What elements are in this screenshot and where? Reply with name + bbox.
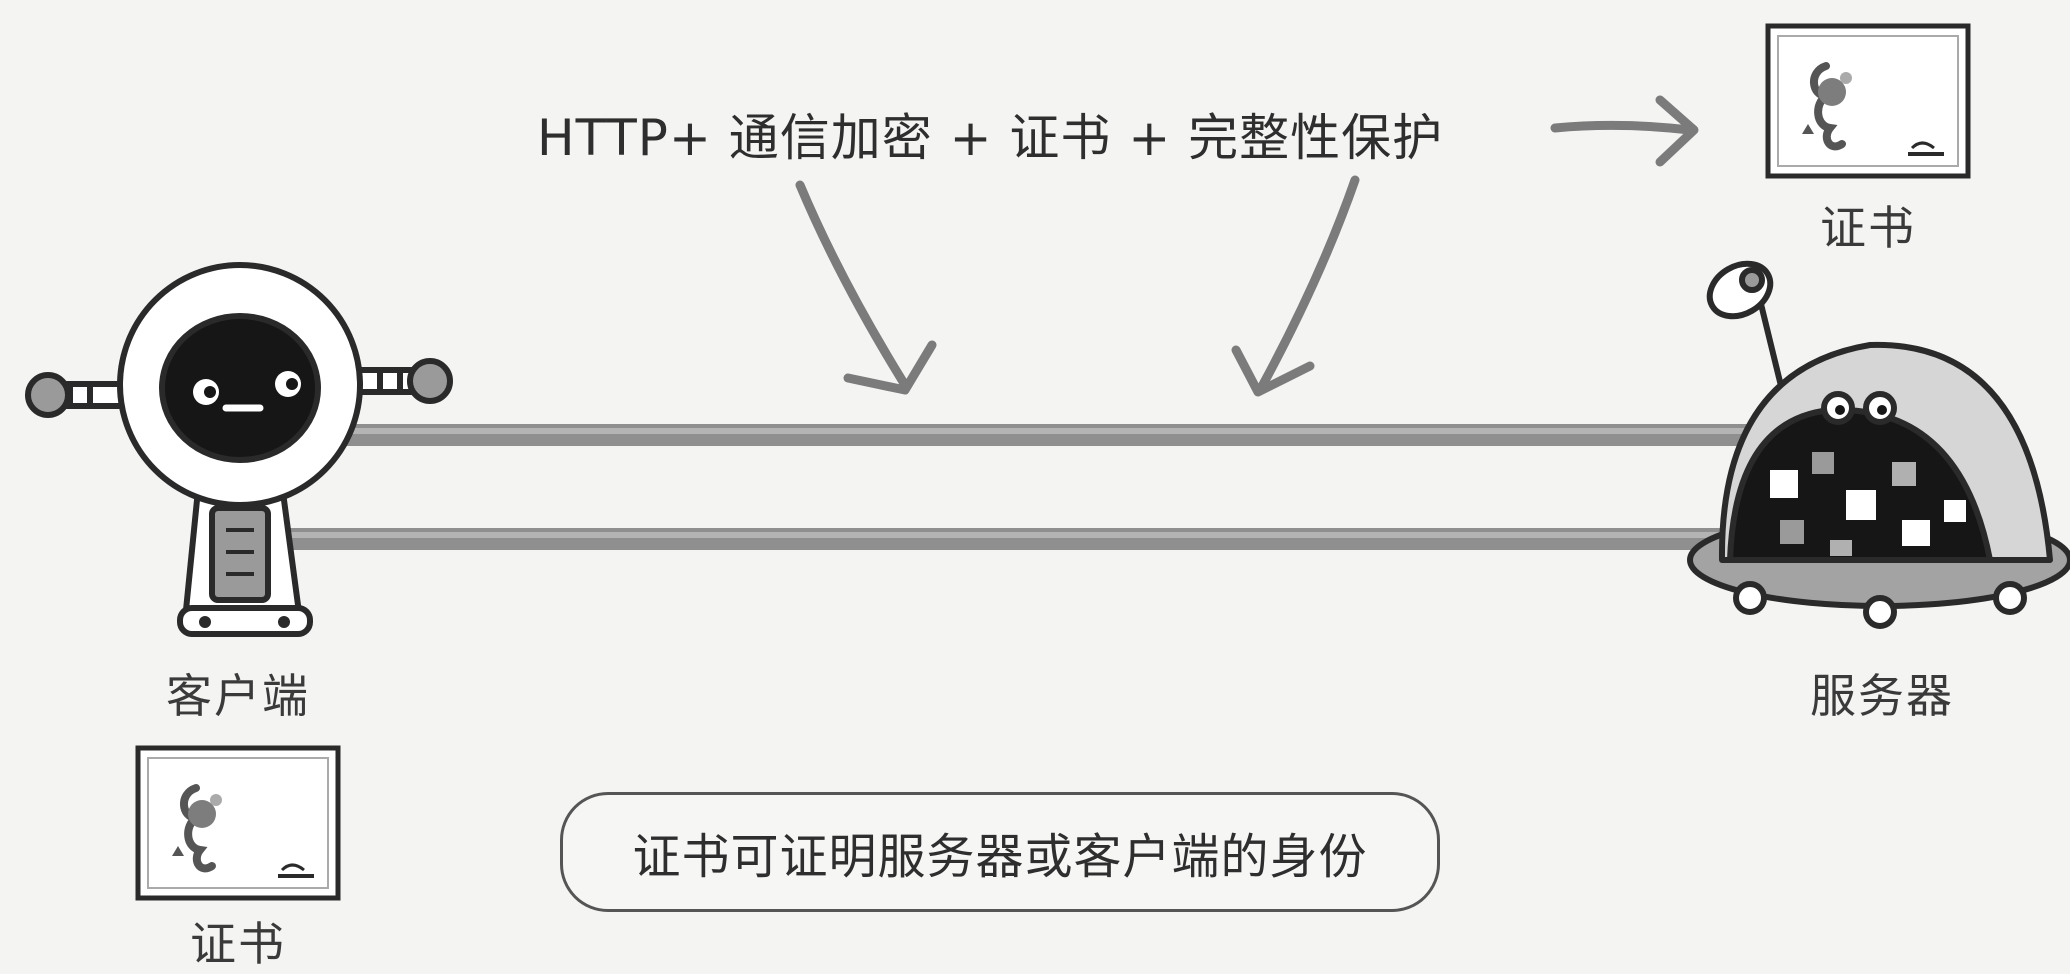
client-label: 客户端 — [166, 669, 310, 723]
server-certificate-icon — [1765, 23, 1971, 179]
arrow-to-certificate — [1550, 95, 1699, 167]
note-text: 证书可证明服务器或客户端的身份 — [632, 829, 1368, 885]
arrow-to-connection-left — [795, 180, 937, 395]
client-robot-icon — [25, 262, 453, 637]
arrow-to-connection-right — [1231, 175, 1360, 397]
note-callout: 证书可证明服务器或客户端的身份 — [560, 792, 1440, 912]
connection-line-bottom — [290, 528, 1740, 550]
connection-line-top — [340, 424, 1750, 446]
server-label: 服务器 — [1810, 669, 1954, 723]
client-certificate-label: 证书 — [190, 917, 286, 971]
headline-label: HTTP+ 通信加密 + 证书 + 完整性保护 — [537, 109, 1444, 167]
server-robot-icon — [1687, 260, 2070, 629]
client-certificate-icon — [135, 745, 341, 901]
server-certificate-label: 证书 — [1820, 201, 1916, 255]
connection-lines — [290, 424, 1750, 550]
